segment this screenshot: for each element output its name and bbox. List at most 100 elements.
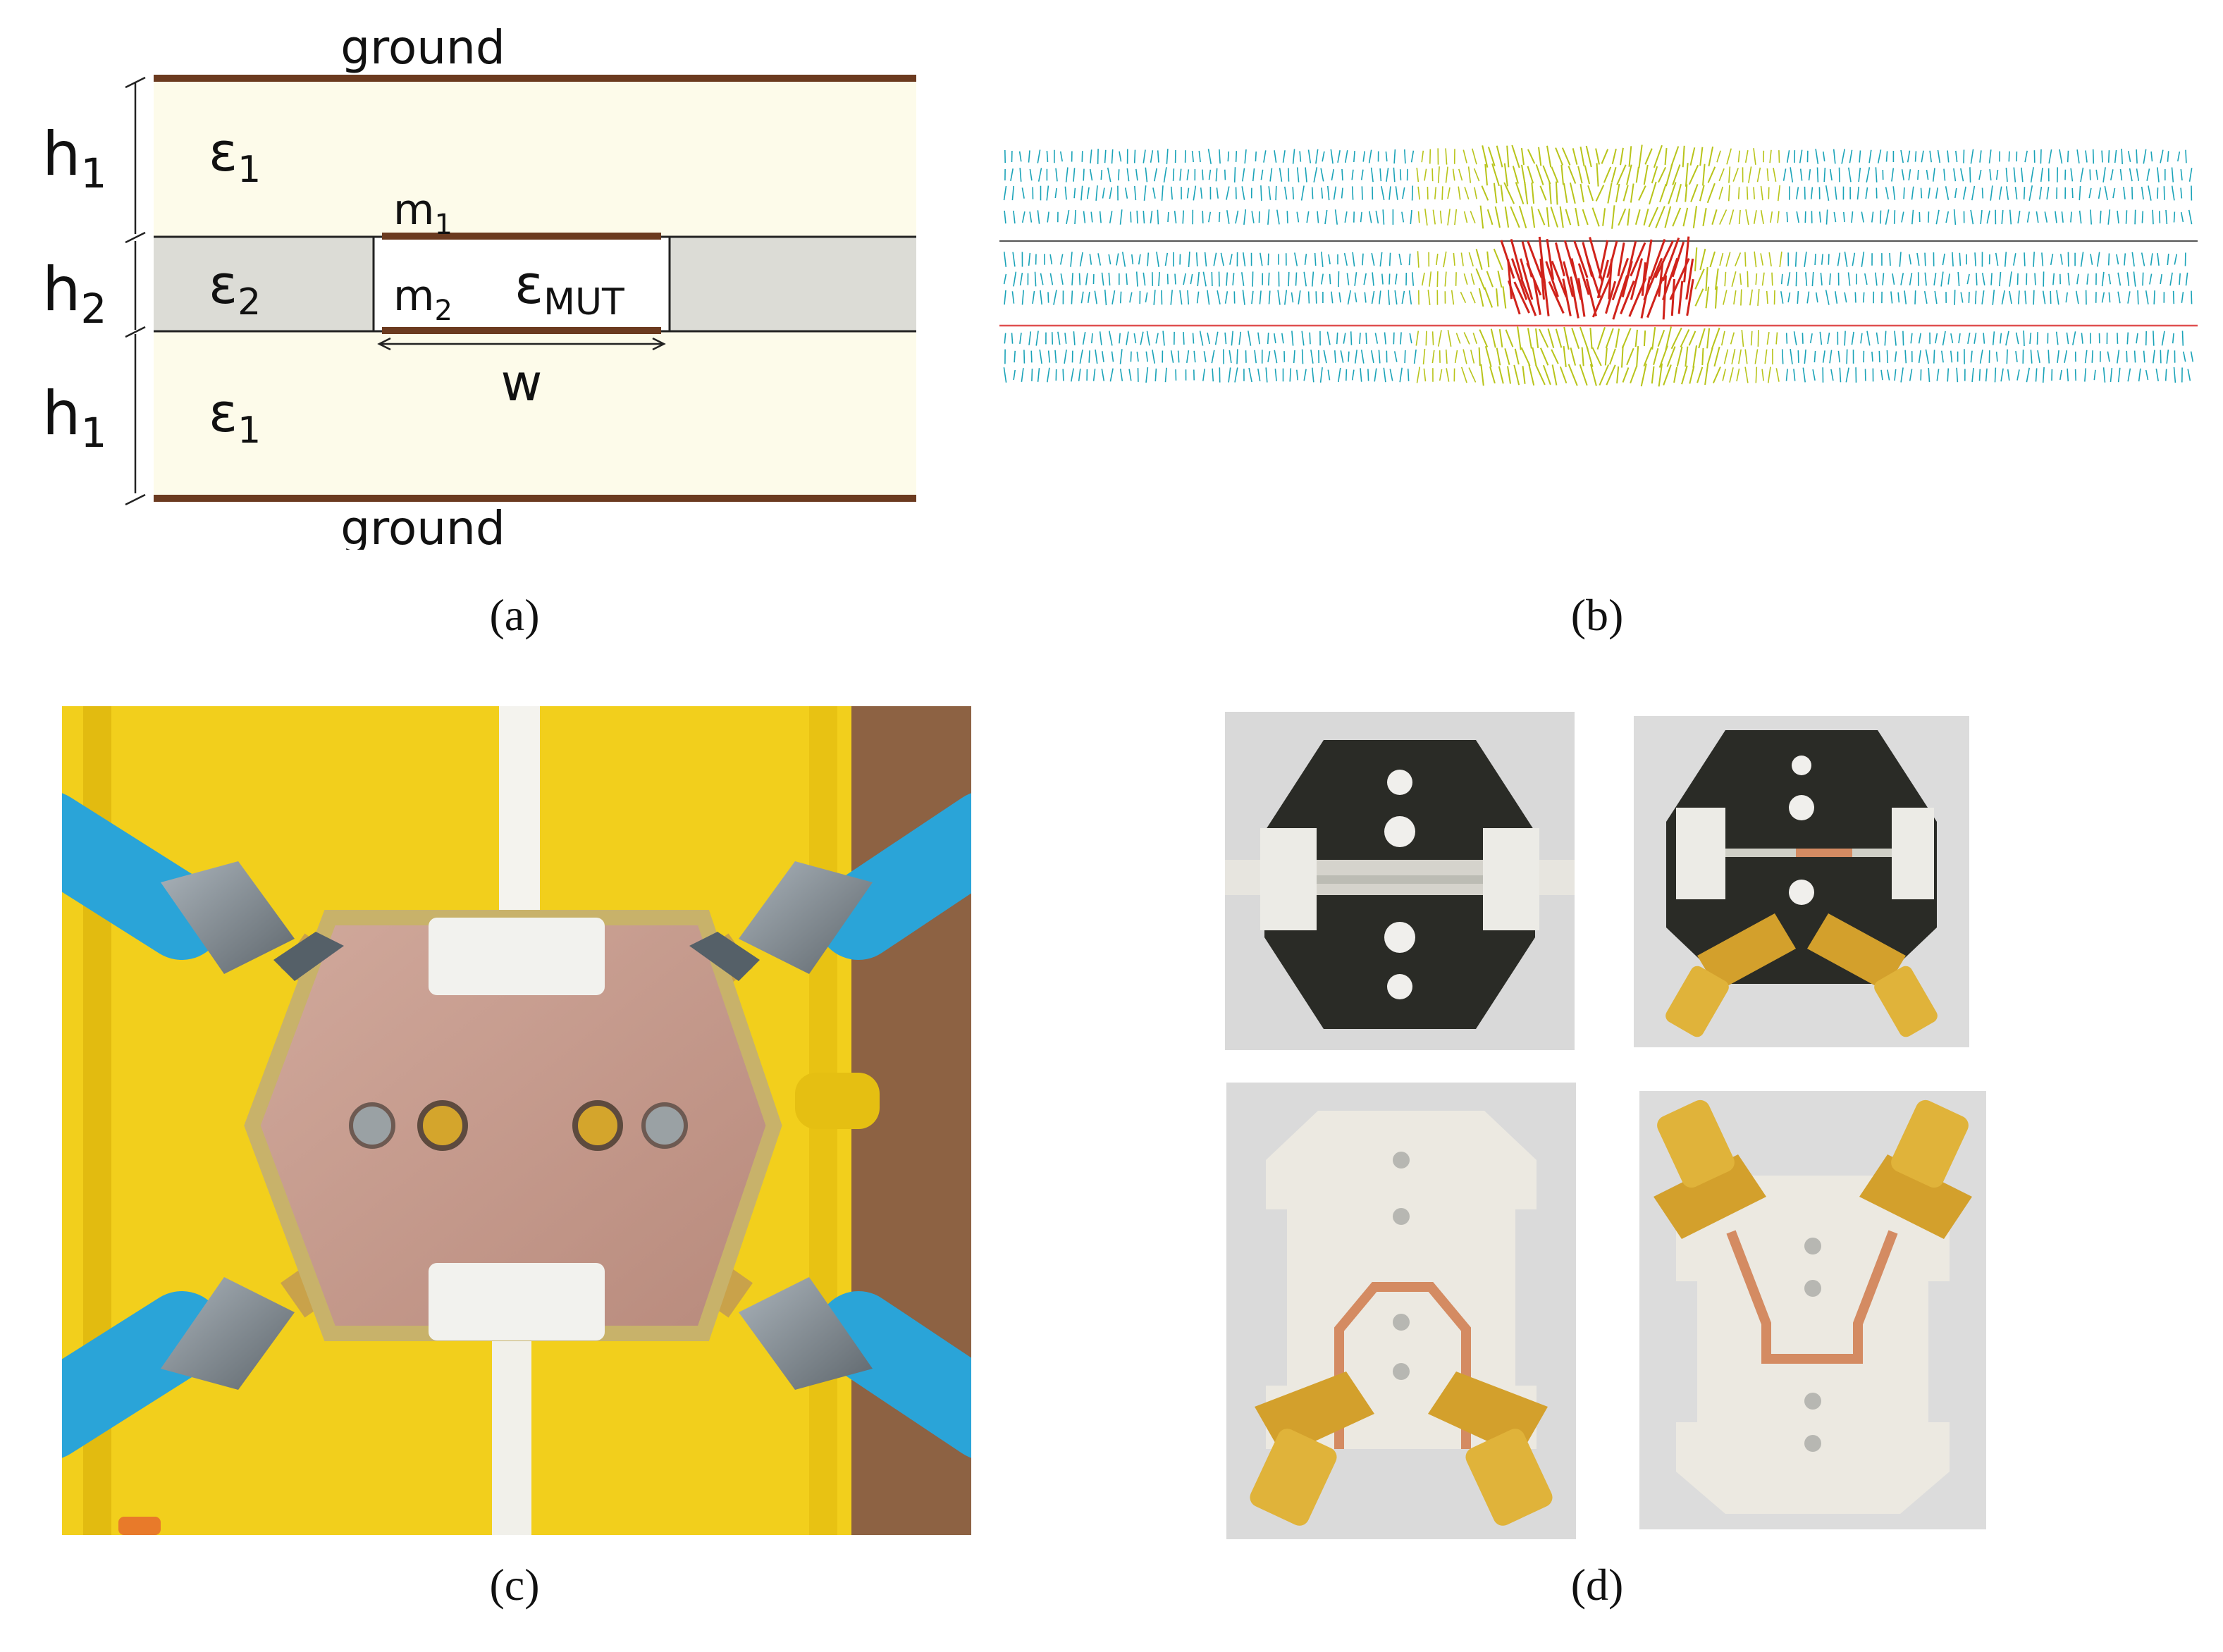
field-arrow bbox=[1126, 168, 1130, 182]
field-arrow bbox=[1719, 252, 1724, 266]
field-arrow bbox=[1546, 145, 1552, 168]
caption-c: (c) bbox=[489, 1560, 540, 1610]
field-arrow bbox=[1496, 145, 1503, 168]
field-arrow bbox=[1550, 207, 1558, 228]
field-arrow bbox=[1925, 349, 1929, 364]
field-arrow bbox=[1761, 369, 1764, 381]
field-arrow bbox=[1504, 348, 1510, 365]
field-arrow bbox=[1876, 187, 1878, 199]
field-arrow bbox=[1129, 292, 1133, 303]
field-arrow bbox=[1080, 185, 1083, 201]
field-arrow bbox=[1263, 150, 1267, 163]
field-arrow bbox=[1785, 369, 1788, 381]
field-arrow bbox=[1746, 186, 1749, 200]
field-arrow bbox=[1900, 149, 1904, 164]
field-arrow bbox=[1211, 350, 1215, 364]
field-arrow bbox=[2102, 167, 2106, 183]
field-arrow bbox=[2016, 369, 2020, 381]
field-arrow bbox=[1119, 369, 1123, 381]
field-arrow bbox=[2041, 252, 2044, 266]
field-arrow bbox=[1167, 211, 1169, 223]
field-arrow bbox=[1603, 166, 1612, 183]
field-arrow bbox=[1004, 290, 1006, 305]
field-arrow bbox=[1843, 211, 1845, 223]
field-arrow bbox=[1196, 291, 1200, 304]
field-arrow bbox=[1515, 182, 1525, 204]
field-arrow bbox=[1636, 346, 1639, 367]
field-arrow bbox=[1267, 253, 1269, 266]
ground-label-top: ground bbox=[340, 20, 505, 75]
field-arrow bbox=[1726, 148, 1732, 165]
field-arrow bbox=[1887, 369, 1890, 381]
field-arrow bbox=[1109, 187, 1113, 199]
field-arrow bbox=[1538, 236, 1546, 283]
field-arrow bbox=[1101, 272, 1104, 286]
field-arrow bbox=[2107, 209, 2111, 225]
field-arrow bbox=[2136, 333, 2138, 344]
field-arrow bbox=[1431, 350, 1435, 364]
field-arrow bbox=[1425, 331, 1427, 346]
field-arrow bbox=[1992, 290, 1995, 305]
field-arrow bbox=[1522, 366, 1526, 384]
field-arrow bbox=[1079, 252, 1083, 267]
field-arrow bbox=[1744, 349, 1748, 364]
field-arrow bbox=[1013, 210, 1016, 224]
field-arrow bbox=[1155, 333, 1159, 344]
field-arrow bbox=[1034, 271, 1037, 287]
field-arrow bbox=[1920, 187, 1923, 199]
field-arrow bbox=[1393, 332, 1395, 345]
field-arrow bbox=[1427, 186, 1429, 200]
field-arrow bbox=[1164, 367, 1167, 383]
field-arrow bbox=[1885, 151, 1888, 162]
field-arrow bbox=[1215, 168, 1218, 182]
field-arrow bbox=[1360, 368, 1362, 382]
field-arrow bbox=[1845, 367, 1849, 383]
field-arrow bbox=[1630, 183, 1634, 203]
field-arrow bbox=[1568, 364, 1578, 386]
field-arrow bbox=[1933, 272, 1937, 286]
field-arrow bbox=[1959, 252, 1962, 266]
field-arrow bbox=[1315, 149, 1319, 164]
field-arrow bbox=[1535, 364, 1546, 386]
field-arrow bbox=[2110, 169, 2114, 180]
field-arrow bbox=[1904, 290, 1907, 304]
field-arrow bbox=[1037, 210, 1040, 224]
field-arrow bbox=[1353, 151, 1355, 162]
field-arrow bbox=[1548, 281, 1565, 314]
field-arrow bbox=[1384, 332, 1386, 345]
field-arrow bbox=[1539, 185, 1547, 201]
field-arrow bbox=[1563, 183, 1568, 203]
field-arrow bbox=[2026, 211, 2030, 223]
field-arrow bbox=[1402, 187, 1405, 199]
field-arrow bbox=[1793, 331, 1797, 345]
field-arrow bbox=[1193, 350, 1196, 363]
field-arrow bbox=[1554, 242, 1565, 277]
field-arrow bbox=[1932, 168, 1935, 182]
field-arrow bbox=[1542, 364, 1551, 386]
field-arrow bbox=[1928, 211, 1930, 223]
field-arrow bbox=[2117, 350, 2120, 364]
field-arrow bbox=[1071, 290, 1073, 304]
field-arrow bbox=[1109, 331, 1113, 346]
field-arrow bbox=[1910, 333, 1913, 344]
field-arrow bbox=[1953, 168, 1957, 182]
field-arrow bbox=[1768, 187, 1770, 199]
field-arrow bbox=[1451, 290, 1455, 305]
field-arrow bbox=[2153, 350, 2155, 364]
field-arrow bbox=[1900, 367, 1904, 383]
field-arrow bbox=[1174, 211, 1177, 223]
field-arrow bbox=[2150, 151, 2153, 162]
field-arrow bbox=[1955, 150, 1958, 163]
field-arrow bbox=[1521, 164, 1526, 185]
photo-white-board-connectors bbox=[1226, 1083, 1576, 1539]
field-arrow bbox=[1367, 369, 1369, 381]
field-arrow bbox=[1470, 350, 1475, 364]
field-arrow bbox=[1243, 252, 1246, 266]
field-arrow bbox=[1095, 185, 1098, 201]
field-arrow bbox=[1037, 168, 1042, 182]
field-arrow bbox=[1787, 292, 1791, 303]
field-arrow bbox=[1470, 273, 1475, 285]
field-arrow bbox=[1326, 331, 1331, 345]
field-arrow bbox=[1535, 328, 1539, 349]
field-arrow bbox=[1527, 240, 1543, 278]
